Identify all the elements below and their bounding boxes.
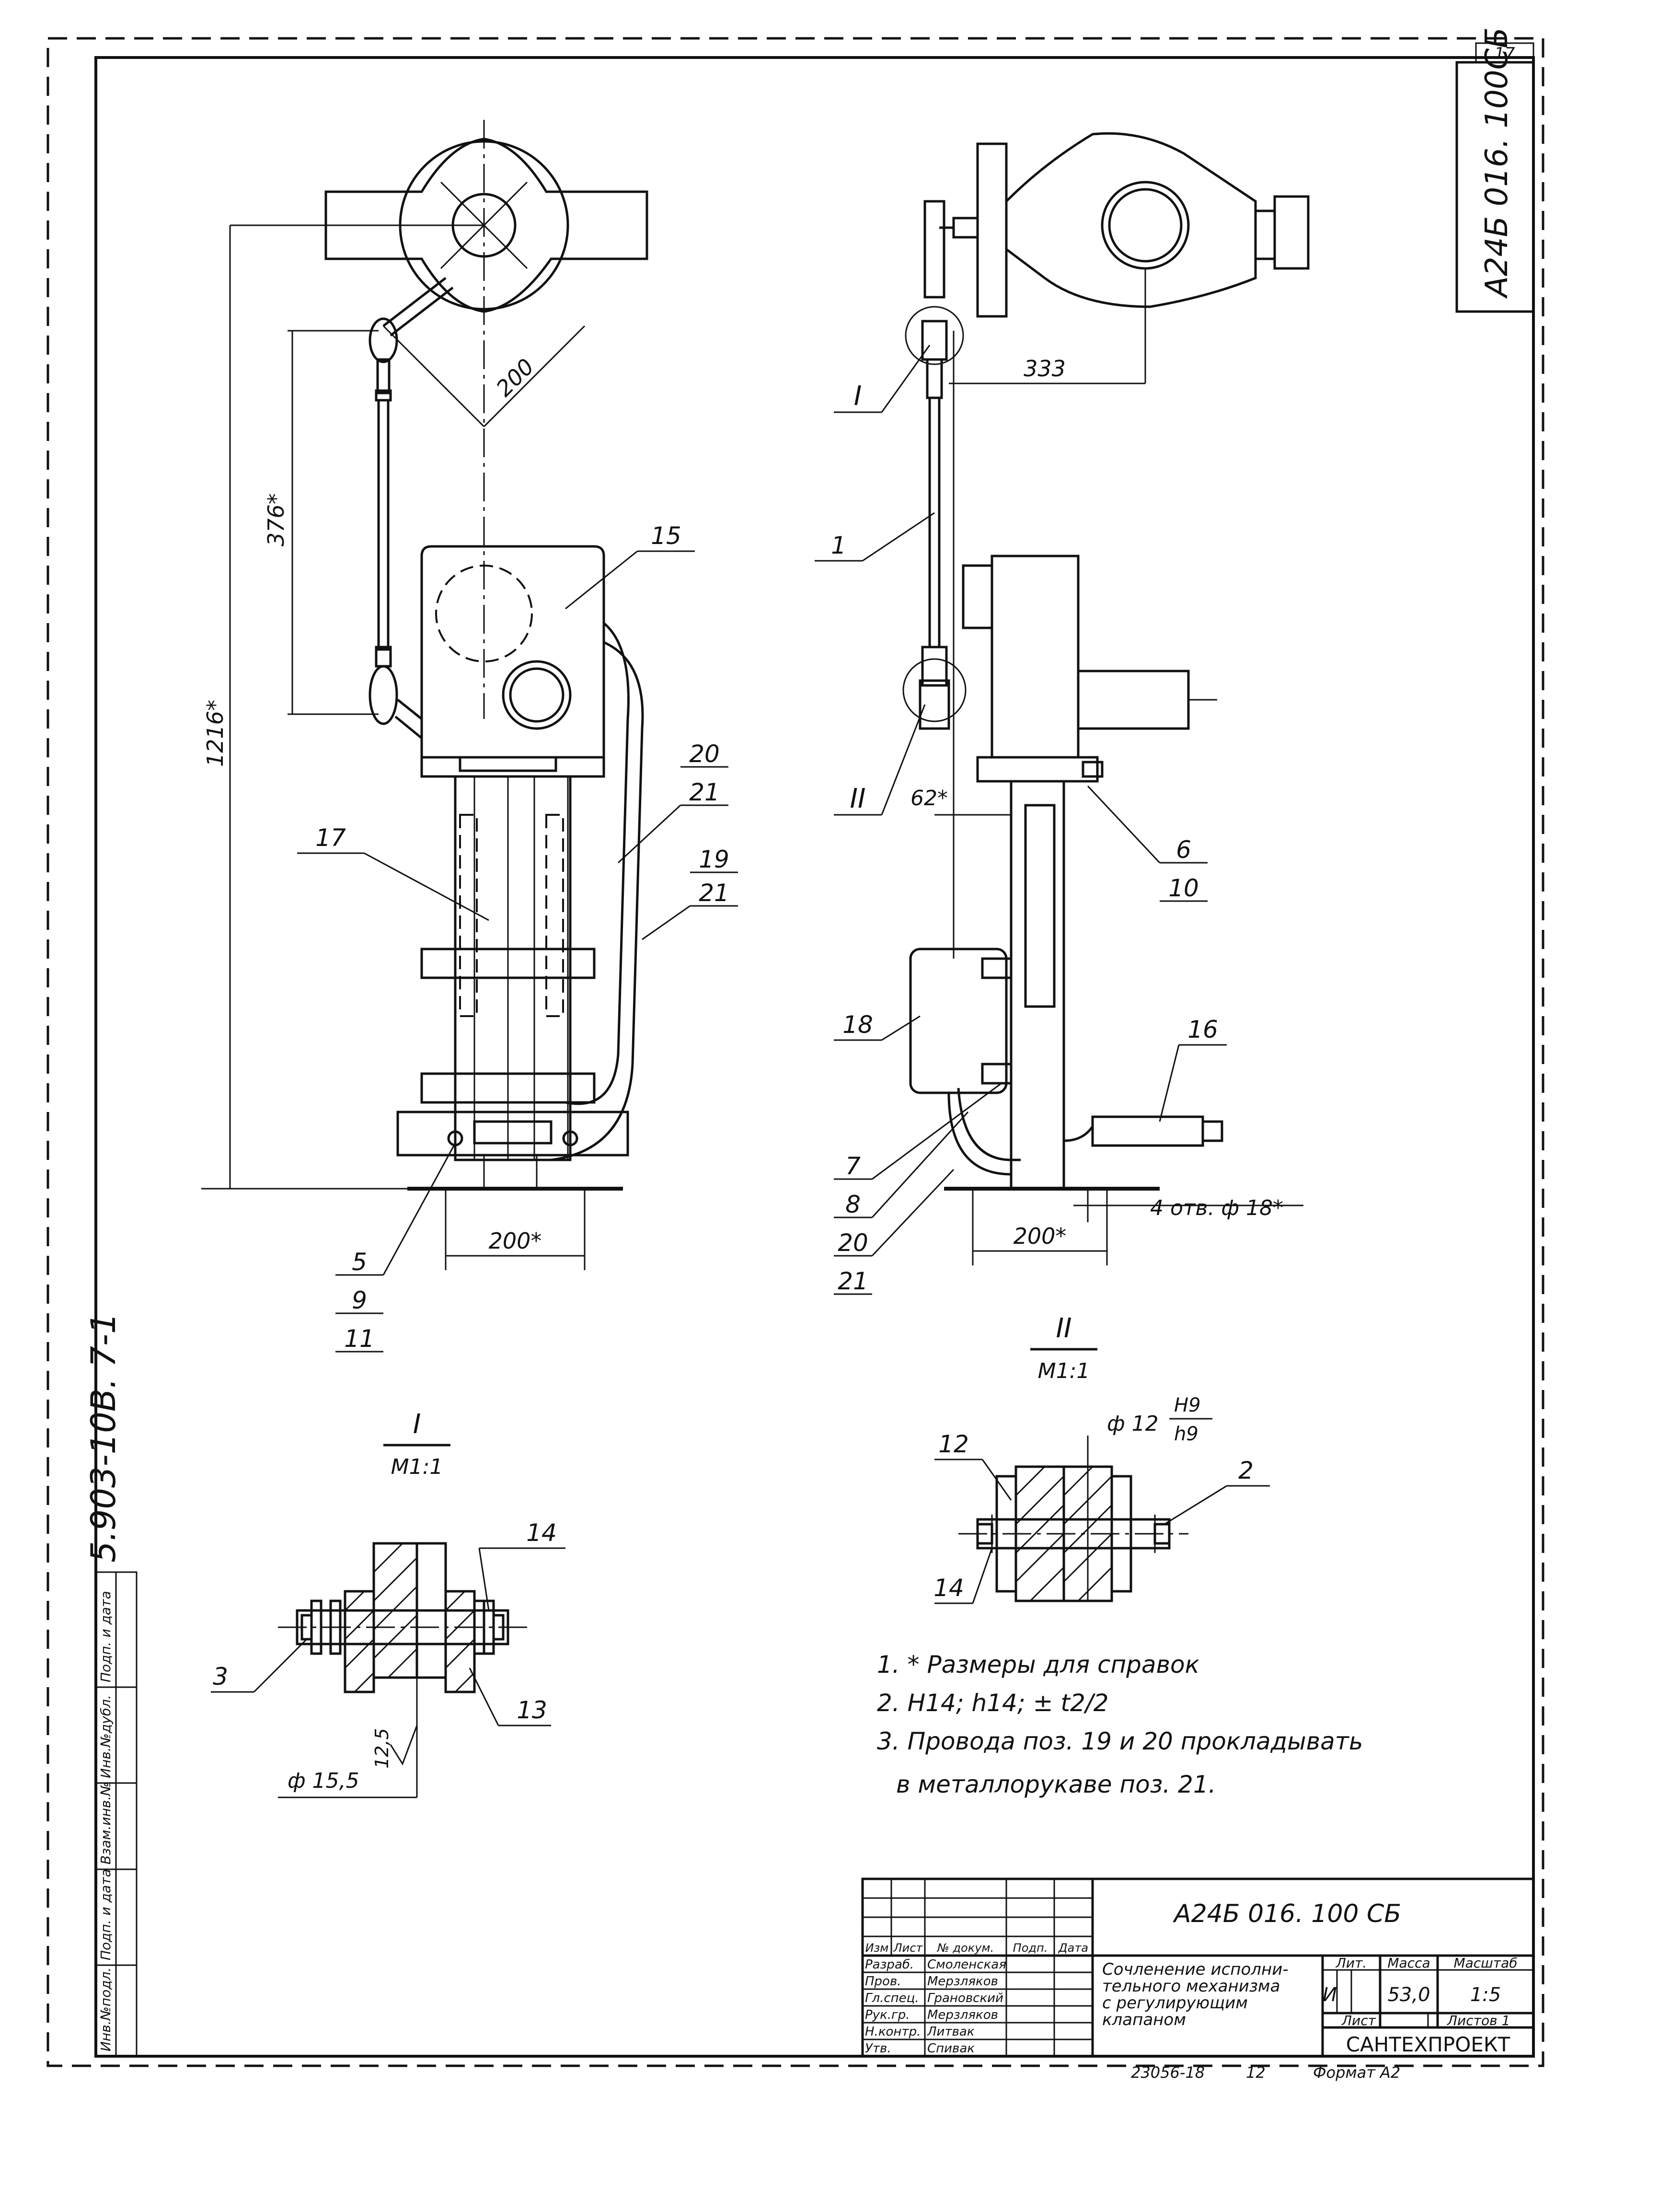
note-2: 2. H14; h14; ± t2/2 xyxy=(877,1689,1108,1717)
front-callout-9: 9 xyxy=(352,1286,367,1314)
drawing-frame xyxy=(94,56,1535,2058)
tb-role-0: Разраб. xyxy=(865,1957,914,1972)
side-dim-62: 62* xyxy=(910,786,948,811)
note-1: 1. * Размеры для справок xyxy=(877,1651,1199,1679)
front-dim-1216: 1216* xyxy=(202,700,228,767)
front-dim-376: 376* xyxy=(263,493,289,546)
format-label: Формат А2 xyxy=(1313,2063,1400,2082)
side-col-4: Инв.№дубл. xyxy=(98,1695,114,1778)
side-col-3: Взам.инв.№ xyxy=(98,1782,114,1865)
tb-name-1: Мерзляков xyxy=(927,1974,998,1989)
detail-I-scale: М1:1 xyxy=(391,1455,443,1479)
note-4: в металлорукаве поз. 21. xyxy=(896,1771,1216,1798)
detail-I-title: I xyxy=(413,1409,421,1440)
side-code: 5.903-10В. 7-1 xyxy=(84,1312,123,1563)
tb-scale-label: Масштаб xyxy=(1453,1955,1517,1971)
detail-II-scale: М1:1 xyxy=(1038,1359,1090,1383)
front-view: 200 376* 1216* xyxy=(201,120,738,1353)
front-callout-20: 20 xyxy=(689,740,720,768)
side-col-5: Подп. и дата xyxy=(98,1591,114,1682)
tb-name-line-4: клапаном xyxy=(1102,2010,1186,2029)
tb-name-4: Литвак xyxy=(927,2025,975,2039)
side-callout-1: 1 xyxy=(831,532,846,559)
corner-code-box xyxy=(1455,61,1535,313)
detail-II-fit-lower: h9 xyxy=(1174,1423,1198,1445)
side-callout-II: II xyxy=(850,783,865,814)
side-callout-7: 7 xyxy=(845,1152,861,1180)
tb-role-4: Н.контр. xyxy=(865,2025,921,2039)
tb-name-line-2: тельного механизма xyxy=(1102,1977,1280,1996)
tb-name-0: Смоленская xyxy=(927,1957,1006,1972)
front-callout-19: 19 xyxy=(699,845,729,873)
side-view: 333 62* 4 отв. ф 18* 200* xyxy=(815,132,1310,1295)
front-callout-11: 11 xyxy=(344,1325,375,1353)
front-callout-17: 17 xyxy=(315,824,346,852)
side-callout-I: I xyxy=(854,381,862,412)
corner-code: А24Б 016. 100СБ xyxy=(1479,27,1515,299)
side-callout-6: 6 xyxy=(1176,836,1191,864)
bottom-num: 12 xyxy=(1246,2063,1266,2082)
detail-II: II М1:1 ф 12 H9 h9 12 2 xyxy=(933,1313,1270,1604)
front-callout-15: 15 xyxy=(651,522,681,550)
tb-organization: САНТЕХПРОЕКТ xyxy=(1346,2033,1510,2056)
notes-block: 1. * Размеры для справок 2. H14; h14; ± … xyxy=(877,1651,1363,1798)
tb-role-1: Пров. xyxy=(865,1974,901,1989)
detail-II-fit-upper: H9 xyxy=(1174,1394,1201,1416)
tb-name-3: Мерзляков xyxy=(927,2008,998,2022)
tb-name-5: Спивак xyxy=(927,2041,975,2056)
title-block: Изм Лист № докум. Подп. Дата Разраб. Смо… xyxy=(861,1877,1535,2058)
side-callout-18: 18 xyxy=(842,1011,873,1039)
outer-border xyxy=(46,37,1544,2067)
detail-I: I М1:1 14 3 13 xyxy=(211,1409,565,1798)
detail-II-fit: ф 12 xyxy=(1107,1412,1159,1436)
tb-name-2: Грановский xyxy=(927,1991,1003,2005)
detail-I-callout-14: 14 xyxy=(526,1519,557,1547)
side-dim-333: 333 xyxy=(1024,356,1066,382)
side-col-2: Подп. и дата xyxy=(98,1869,114,1960)
side-dim-holes: 4 отв. ф 18* xyxy=(1150,1196,1283,1220)
bottom-code: 23056-18 xyxy=(1131,2063,1205,2082)
detail-I-dim-roughness: 12,5 xyxy=(371,1728,392,1769)
tb-role-2: Гл.спец. xyxy=(865,1991,919,2005)
front-callout-5: 5 xyxy=(352,1248,367,1276)
side-callout-21: 21 xyxy=(838,1267,868,1295)
detail-II-callout-12: 12 xyxy=(938,1430,969,1458)
tb-role-5: Утв. xyxy=(865,2041,891,2056)
tb-col-sign: Подп. xyxy=(1013,1941,1048,1955)
front-callout-21a: 21 xyxy=(689,778,720,806)
tb-mass-value: 53,0 xyxy=(1387,1984,1430,2006)
front-dim-200-base: 200* xyxy=(489,1228,542,1254)
front-dim-200: 200 xyxy=(491,354,539,402)
tb-lit-label: Лит. xyxy=(1336,1955,1367,1971)
front-callout-21b: 21 xyxy=(699,879,729,907)
tb-mass-label: Масса xyxy=(1387,1955,1430,1971)
tb-scale-value: 1:5 xyxy=(1470,1984,1501,2006)
detail-II-title: II xyxy=(1056,1313,1071,1344)
tb-sheets-label: Листов 1 xyxy=(1447,2013,1510,2028)
tb-col-list: Лист xyxy=(893,1941,923,1955)
side-dim-200-base: 200* xyxy=(1014,1223,1067,1249)
tb-col-izm: Изм xyxy=(865,1941,889,1955)
tb-name-line-3: с регулирующим xyxy=(1102,1993,1248,2013)
detail-II-callout-2: 2 xyxy=(1238,1457,1254,1484)
tb-role-3: Рук.гр. xyxy=(865,2008,910,2022)
tb-lit-value: И xyxy=(1323,1984,1337,2006)
tb-col-date: Дата xyxy=(1058,1941,1088,1955)
side-col-1: Инв.№подл. xyxy=(98,1968,114,2051)
tb-col-doc: № докум. xyxy=(936,1941,994,1955)
side-callout-10: 10 xyxy=(1168,874,1199,902)
detail-I-dim-diameter: ф 15,5 xyxy=(288,1769,359,1793)
detail-II-callout-14: 14 xyxy=(933,1574,964,1602)
side-callout-20: 20 xyxy=(838,1229,868,1257)
note-3: 3. Провода поз. 19 и 20 прокладывать xyxy=(877,1727,1363,1755)
detail-I-callout-13: 13 xyxy=(517,1696,547,1724)
side-callout-8: 8 xyxy=(845,1191,861,1218)
tb-sheet-label: Лист xyxy=(1341,2013,1376,2028)
tb-name-line-1: Сочленение исполни- xyxy=(1102,1960,1289,1979)
tb-designation: А24Б 016. 100 СБ xyxy=(1173,1899,1401,1928)
detail-I-callout-3: 3 xyxy=(213,1663,228,1691)
side-callout-16: 16 xyxy=(1187,1016,1218,1043)
sheet-number: 17 xyxy=(1494,44,1515,63)
